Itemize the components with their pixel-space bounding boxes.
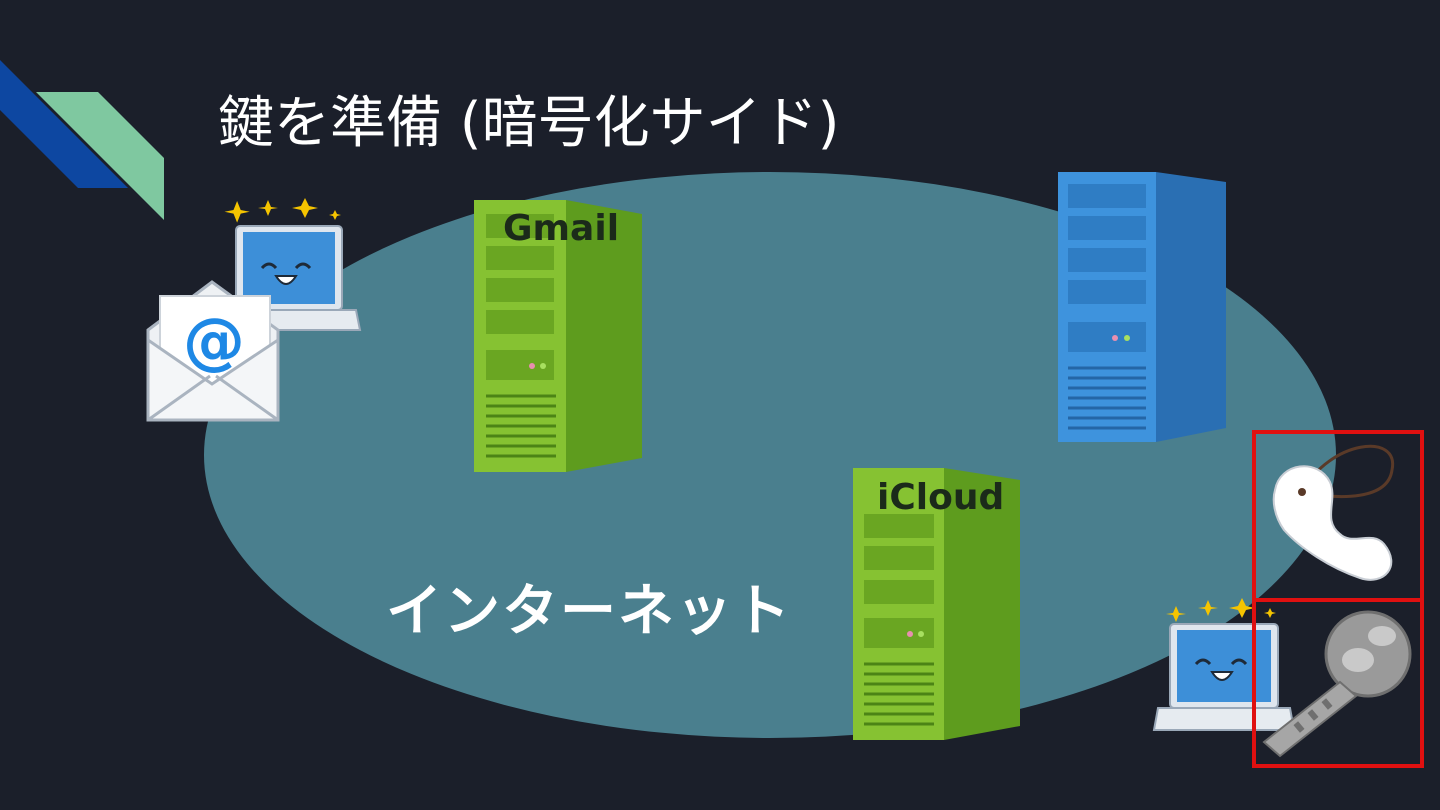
- gmail-server-label: Gmail: [503, 208, 620, 249]
- icloud-server-label: iCloud: [877, 477, 1005, 518]
- blue-server-icon: [1058, 172, 1226, 442]
- slide-title: 鍵を準備 (暗号化サイド): [218, 91, 840, 156]
- key-tag-icon: [1272, 444, 1395, 581]
- key-highlight-box: [1252, 598, 1424, 768]
- icloud-server-icon: [853, 468, 1020, 740]
- envelope-at-icon: @: [146, 280, 280, 422]
- key-icon: [1262, 610, 1412, 758]
- gmail-server-icon: [474, 200, 642, 472]
- corner-decoration: [0, 60, 164, 220]
- internet-label: インターネット: [386, 579, 792, 644]
- svg-text:@: @: [183, 304, 245, 377]
